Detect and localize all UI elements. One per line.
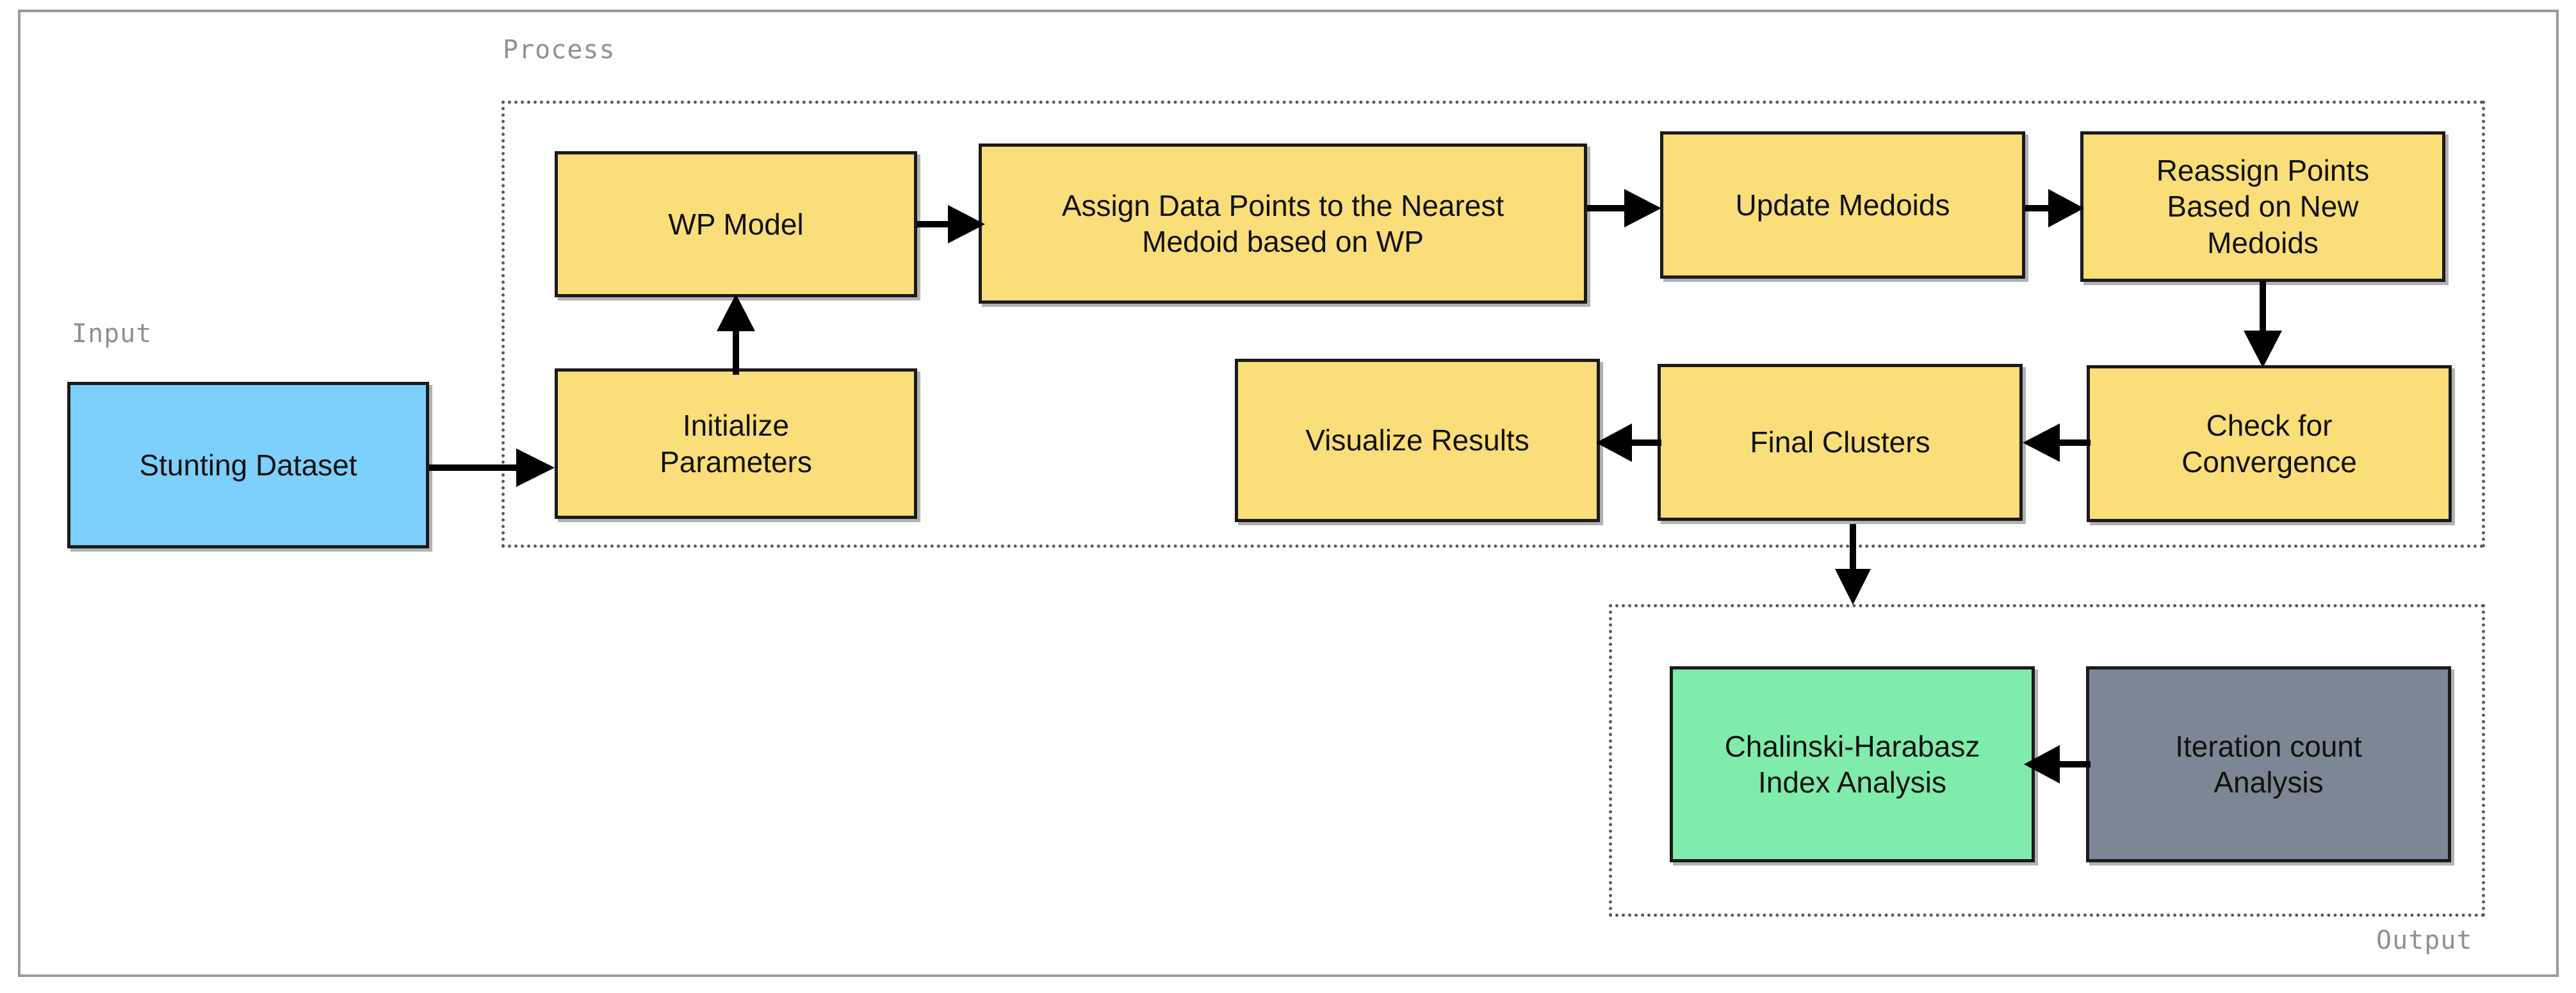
node-label-ch-index-line1: Chalinski-Harabasz [1724,729,1980,763]
node-label-assign-data-points-line2: Medoid based on WP [1142,225,1424,258]
node-wp-model[interactable]: WP Model [555,151,917,297]
node-label-wp-model: WP Model [668,207,804,241]
node-assign-data-points[interactable]: Assign Data Points to the Nearest Medoid… [979,144,1587,304]
node-label-update-medoids: Update Medoids [1735,188,1950,222]
group-container-process [501,101,2485,548]
node-label-initialize-parameters-line2: Parameters [660,445,812,479]
node-stunting-dataset[interactable]: Stunting Dataset [67,382,429,548]
node-visualize-results[interactable]: Visualize Results [1235,359,1600,522]
node-label-check-convergence-line1: Check for [2206,409,2333,443]
group-label-output: Output [2376,926,2473,955]
node-label-stunting-dataset: Stunting Dataset [139,448,357,482]
node-label-visualize-results: Visualize Results [1305,423,1529,457]
node-label-check-convergence-line2: Convergence [2181,445,2357,479]
node-reassign-points[interactable]: Reassign Points Based on New Medoids [2080,131,2445,282]
node-final-clusters[interactable]: Final Clusters [1658,364,2023,521]
node-update-medoids[interactable]: Update Medoids [1660,131,2025,279]
node-label-reassign-points-line1: Reassign Points [2156,154,2370,188]
node-label-iteration-count-line2: Analysis [2213,766,2324,799]
node-chalinski-harabasz-index-analysis[interactable]: Chalinski-Harabasz Index Analysis [1670,666,2035,862]
node-initialize-parameters[interactable]: Initialize Parameters [555,368,917,519]
group-label-process: Process [503,35,615,65]
group-container-output [1609,604,2485,917]
node-label-ch-index-line2: Index Analysis [1757,766,1947,799]
node-label-reassign-points-line3: Medoids [2207,226,2319,259]
node-label-initialize-parameters-line1: Initialize [682,409,790,443]
group-label-input: Input [72,319,152,349]
node-label-assign-data-points-line1: Assign Data Points to the Nearest [1061,188,1504,222]
node-label-final-clusters: Final Clusters [1750,425,1930,459]
node-label-reassign-points-line2: Based on New [2167,190,2359,224]
node-label-iteration-count-line1: Iteration count [2175,729,2362,763]
node-check-for-convergence[interactable]: Check for Convergence [2087,365,2452,522]
node-iteration-count-analysis[interactable]: Iteration count Analysis [2086,666,2451,862]
